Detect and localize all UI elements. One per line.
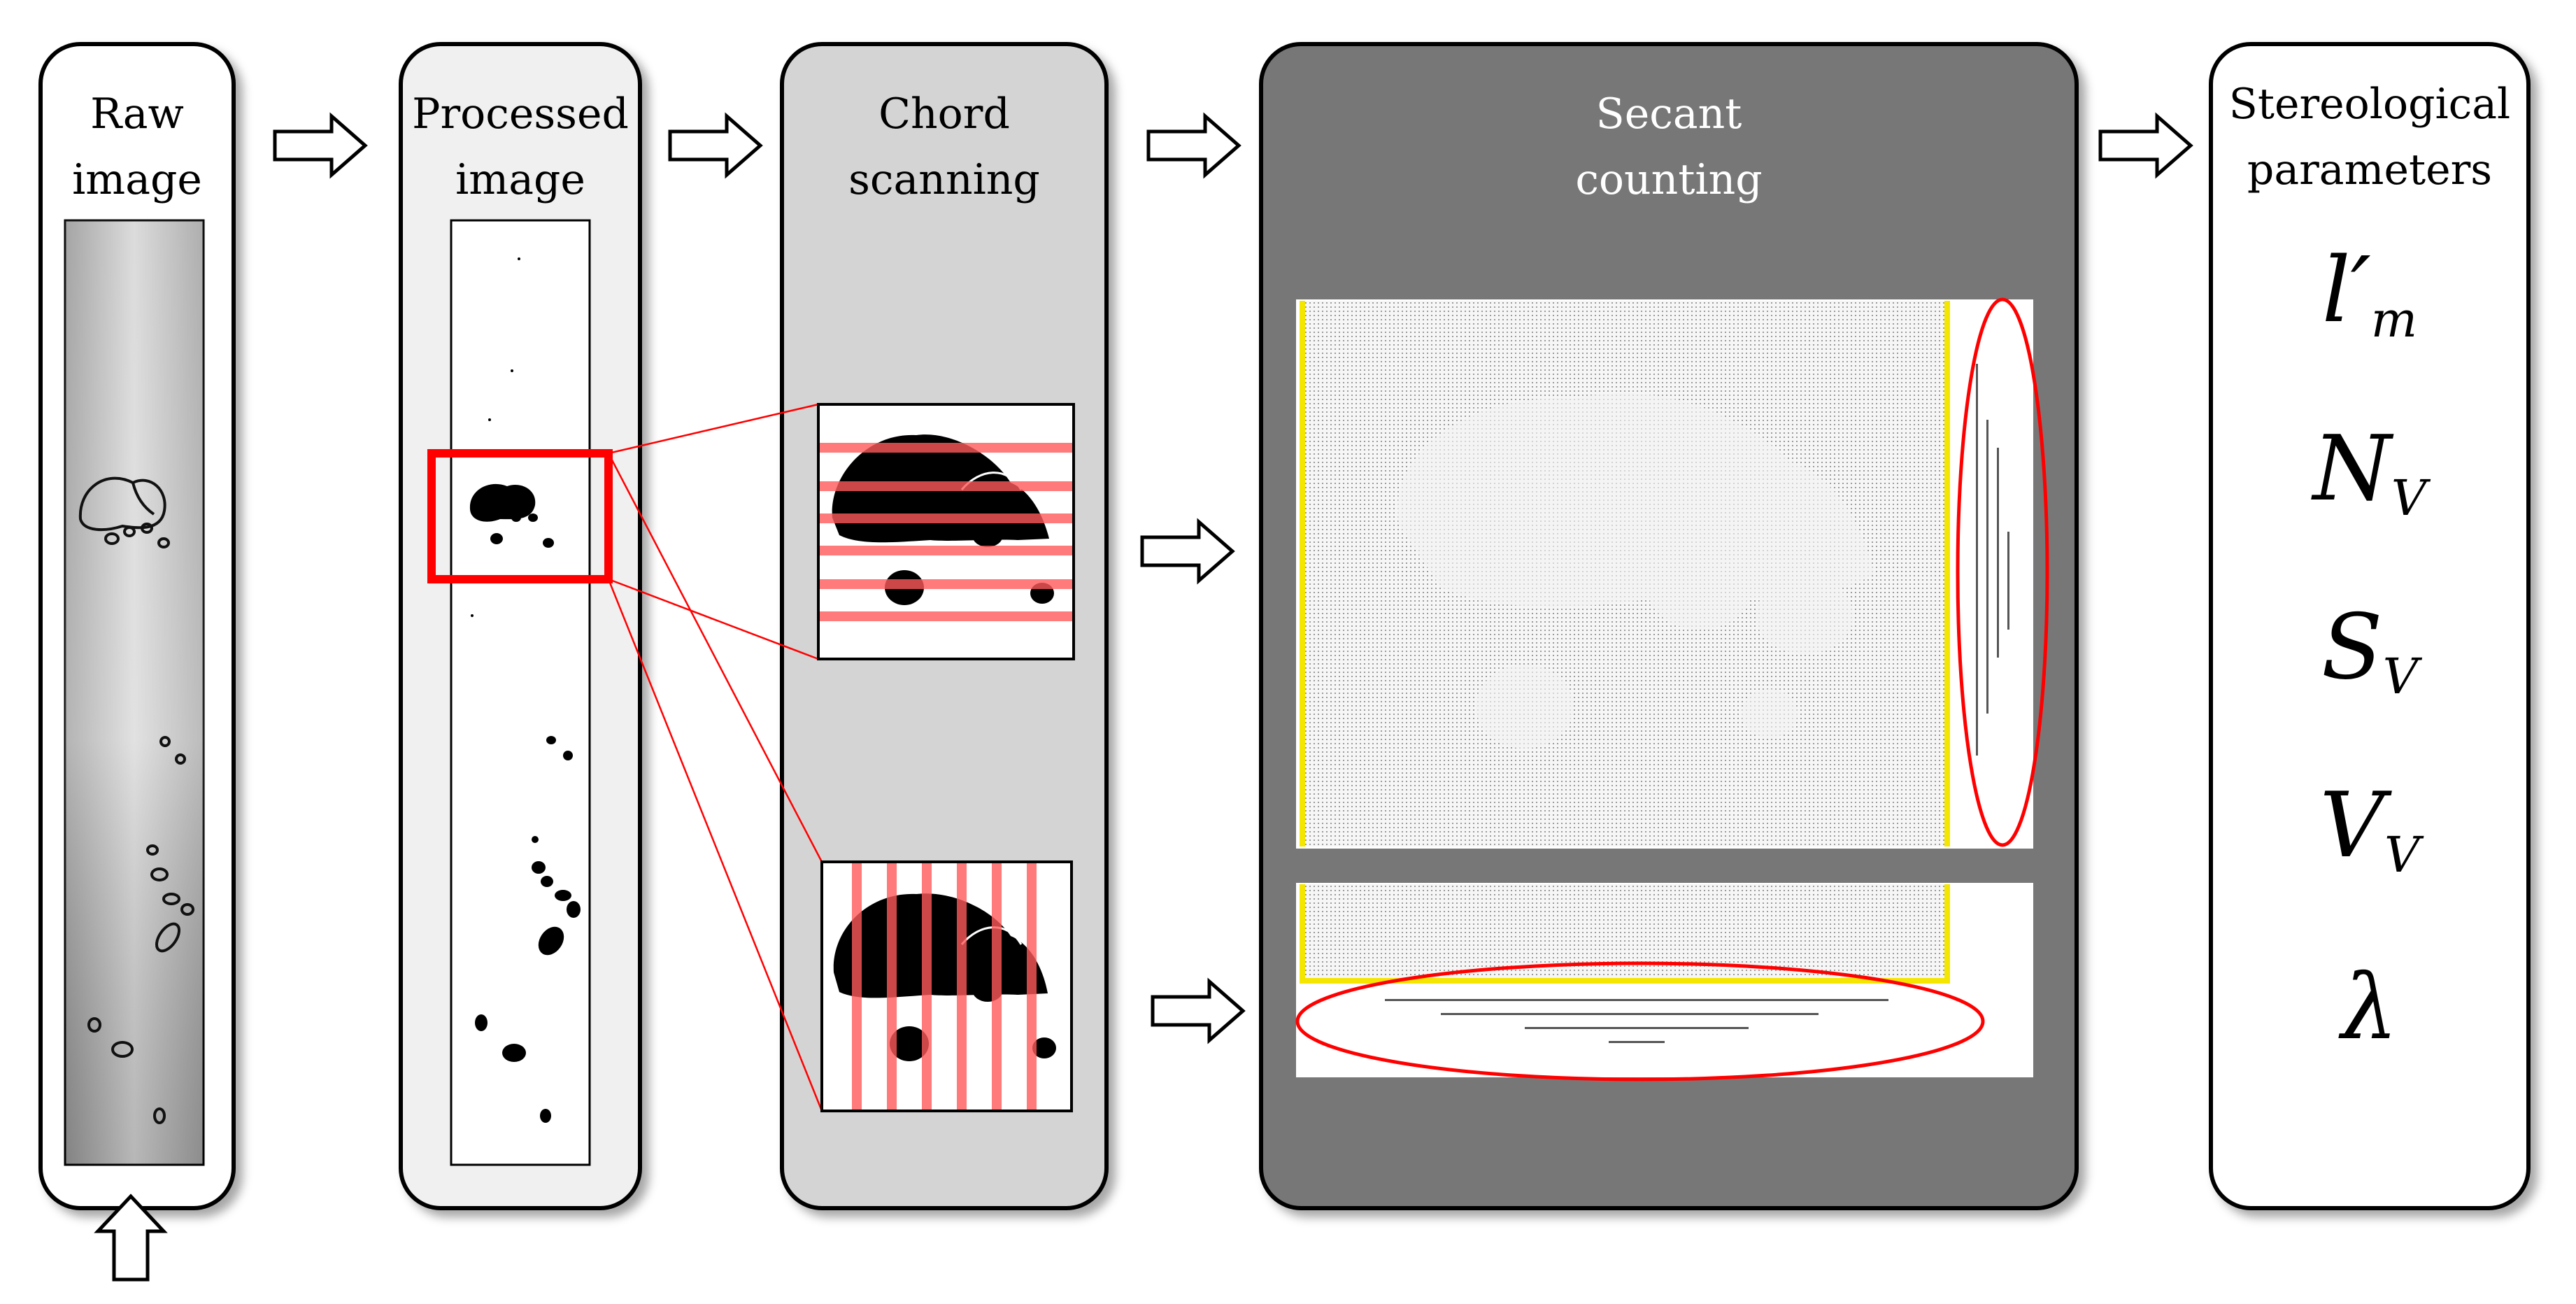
arrow-processed-to-chord-icon: [668, 112, 763, 179]
arrow-chord-to-secant-icon: [1146, 112, 1241, 179]
raw-image-strip: [64, 219, 205, 1166]
chord-title-line2: scanning: [848, 155, 1040, 204]
param-lm: l′m: [2321, 239, 2418, 348]
arrow-raw-to-processed-icon: [273, 112, 368, 179]
stereo-title-line1: Stereological: [2228, 80, 2511, 129]
chord-title-line1: Chord: [878, 90, 1010, 139]
secant-matrix-horizontal: [1296, 297, 2049, 849]
param-lambda: λ: [2341, 956, 2398, 1060]
param-nv: NV: [2312, 417, 2427, 527]
arrow-secant-to-parameters-icon: [2098, 112, 2193, 179]
panel-chord-title: Chord scanning: [784, 81, 1104, 213]
zoom-connector-lines: [607, 403, 823, 1112]
param-vv: VV: [2319, 774, 2420, 884]
panel-secant-title: Secant counting: [1263, 81, 2075, 213]
arrow-input-up-icon: [94, 1193, 168, 1282]
chord-horizontal-scan: [817, 403, 1075, 660]
processed-title-line2: image: [455, 155, 585, 204]
zoom-selection-box: [427, 449, 613, 583]
panel-raw-title: Raw image: [43, 81, 232, 213]
processed-image-strip: [427, 219, 613, 1166]
panel-stereo-title: Stereological parameters: [2213, 71, 2526, 203]
secant-count-highlight-vertical: [1956, 297, 2049, 847]
stereo-title-line2: parameters: [2247, 146, 2493, 194]
arrow-horizontal-scan-to-matrix-icon: [1140, 518, 1235, 585]
raw-title-line1: Raw: [90, 90, 184, 139]
param-sv: SV: [2321, 595, 2419, 705]
chord-vertical-scan: [820, 860, 1073, 1112]
arrow-vertical-scan-to-matrix-icon: [1151, 977, 1246, 1044]
secant-title-line1: Secant: [1595, 90, 1742, 139]
secant-matrix-vertical: [1295, 883, 2033, 1082]
processed-title-line1: Processed: [412, 90, 629, 139]
raw-title-line2: image: [72, 155, 202, 204]
secant-title-line2: counting: [1575, 155, 1763, 204]
panel-stereological-parameters: Stereological parameters l′m NV SV VV λ: [2209, 42, 2531, 1210]
panel-processed-title: Processed image: [403, 81, 638, 213]
secant-count-highlight-horizontal: [1295, 961, 1985, 1082]
